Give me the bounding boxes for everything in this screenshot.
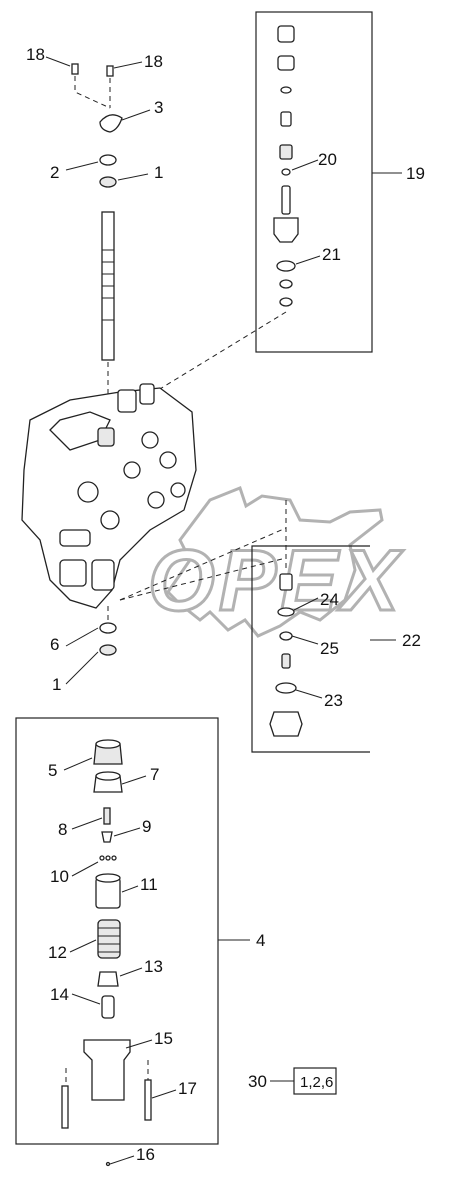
label-23: 23 (324, 691, 343, 710)
label-11: 11 (140, 875, 158, 894)
label-14: 14 (50, 985, 69, 1004)
label-4: 4 (256, 931, 265, 950)
watermark-gear (166, 486, 384, 638)
label-9: 9 (142, 817, 151, 836)
label-15: 15 (154, 1029, 173, 1048)
label-30: 30 (248, 1072, 267, 1091)
kit-30-contents: 1,2,6 (300, 1074, 333, 1091)
assembly-box-4 (15, 717, 219, 1145)
label-18-left: 18 (26, 45, 45, 64)
label-1-top: 1 (154, 163, 163, 182)
label-21: 21 (322, 245, 341, 264)
label-1-lower: 1 (52, 675, 61, 694)
assembly-box-19 (255, 11, 373, 353)
label-19: 19 (406, 164, 425, 183)
watermark: OPEX (147, 486, 404, 638)
label-17: 17 (178, 1079, 197, 1098)
label-2: 2 (50, 163, 59, 182)
relief-valve-stack (273, 25, 299, 307)
label-22: 22 (402, 631, 421, 650)
o-ring-6 (99, 622, 117, 634)
watermark-text: OPEX (148, 533, 404, 629)
spool-assembly (71, 63, 123, 400)
assembly-box-22 (251, 545, 370, 753)
label-7: 7 (150, 765, 159, 784)
label-18-right: 18 (144, 52, 163, 71)
seal-1-lower (99, 644, 117, 656)
label-10: 10 (50, 867, 69, 886)
kit-30-box (293, 1067, 337, 1095)
label-16: 16 (136, 1145, 155, 1164)
link-valve-to-22 (119, 527, 287, 601)
link-19-to-valve (149, 311, 287, 396)
valve-body (21, 383, 197, 609)
label-25: 25 (320, 639, 339, 658)
label-3: 3 (154, 98, 163, 117)
label-5: 5 (48, 761, 57, 780)
label-12: 12 (48, 943, 67, 962)
label-8: 8 (58, 820, 67, 839)
label-20: 20 (318, 150, 337, 169)
detent-kit-parts (61, 739, 152, 1167)
label-24: 24 (320, 590, 339, 609)
label-6: 6 (50, 635, 59, 654)
label-13: 13 (144, 957, 163, 976)
check-valve-stack (269, 500, 303, 737)
